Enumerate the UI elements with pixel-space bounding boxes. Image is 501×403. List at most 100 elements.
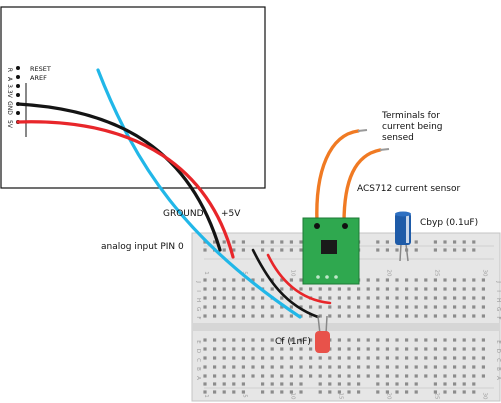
breadboard-hole xyxy=(376,382,380,386)
breadboard-hole xyxy=(270,287,274,291)
breadboard-hole xyxy=(337,374,341,378)
breadboard-hole xyxy=(433,390,437,394)
breadboard-hole xyxy=(405,305,409,309)
breadboard-hole xyxy=(472,365,476,369)
breadboard-hole xyxy=(472,240,476,244)
column-number: 5 xyxy=(241,271,247,275)
breadboard-hole xyxy=(232,240,236,244)
breadboard-hole xyxy=(385,347,389,351)
breadboard-hole xyxy=(261,314,265,318)
breadboard-hole xyxy=(433,374,437,378)
breadboard-hole xyxy=(357,347,361,351)
breadboard-hole xyxy=(443,248,447,252)
breadboard-hole xyxy=(462,382,466,386)
column-number: 20 xyxy=(385,393,391,400)
breadboard-hole xyxy=(433,365,437,369)
breadboard-hole xyxy=(222,278,226,282)
cf-capacitor xyxy=(315,315,330,353)
jumper-red xyxy=(266,253,332,305)
breadboard-hole xyxy=(366,305,370,309)
breadboard-hole xyxy=(203,382,207,386)
sensor-terminal-left xyxy=(314,223,320,229)
breadboard-hole xyxy=(414,296,418,300)
sensor-pin xyxy=(334,275,338,279)
column-number: 1 xyxy=(203,394,209,398)
breadboard-hole xyxy=(424,347,428,351)
breadboard-hole xyxy=(280,390,284,394)
breadboard-hole xyxy=(213,374,217,378)
breadboard-hole xyxy=(241,338,245,342)
breadboard-hole xyxy=(299,365,303,369)
breadboard-hole xyxy=(385,314,389,318)
breadboard-hole xyxy=(328,390,332,394)
breadboard-hole xyxy=(414,314,418,318)
breadboard-hole xyxy=(472,390,476,394)
breadboard-hole xyxy=(472,338,476,342)
breadboard-hole xyxy=(289,356,293,360)
label-terminals-2: current being xyxy=(382,122,443,132)
breadboard-hole xyxy=(270,314,274,318)
breadboard-hole xyxy=(299,390,303,394)
breadboard-hole xyxy=(405,365,409,369)
breadboard-hole xyxy=(251,356,255,360)
breadboard-hole xyxy=(280,382,284,386)
breadboard-hole xyxy=(337,314,341,318)
breadboard-hole xyxy=(280,314,284,318)
breadboard-hole xyxy=(357,296,361,300)
breadboard-hole xyxy=(414,390,418,394)
breadboard-hole xyxy=(318,390,322,394)
breadboard-hole xyxy=(289,347,293,351)
pin-letter-a: A xyxy=(6,77,13,82)
breadboard-hole xyxy=(241,296,245,300)
breadboard-hole xyxy=(347,305,351,309)
breadboard-hole xyxy=(241,356,245,360)
breadboard-hole xyxy=(280,365,284,369)
breadboard-hole xyxy=(241,365,245,369)
breadboard-hole xyxy=(337,365,341,369)
pin-letter-5v: 5V xyxy=(6,120,13,129)
row-letter: C xyxy=(195,358,201,362)
breadboard-hole xyxy=(347,296,351,300)
breadboard-hole xyxy=(261,248,265,252)
breadboard-hole xyxy=(424,365,428,369)
jumper-wires xyxy=(251,248,332,319)
jumper-black xyxy=(251,248,320,319)
breadboard-hole xyxy=(347,365,351,369)
breadboard-hole xyxy=(232,305,236,309)
breadboard-hole xyxy=(433,278,437,282)
breadboard-hole xyxy=(462,305,466,309)
breadboard-hole xyxy=(347,390,351,394)
breadboard-hole xyxy=(395,382,399,386)
breadboard-hole xyxy=(280,240,284,244)
breadboard-hole xyxy=(251,314,255,318)
breadboard-hole xyxy=(213,278,217,282)
breadboard-hole xyxy=(424,296,428,300)
breadboard-hole xyxy=(241,347,245,351)
breadboard-hole xyxy=(280,287,284,291)
breadboard-hole xyxy=(395,365,399,369)
breadboard-hole xyxy=(453,365,457,369)
breadboard-hole xyxy=(213,390,217,394)
row-letter: H xyxy=(495,298,501,302)
breadboard-hole xyxy=(414,287,418,291)
breadboard-hole xyxy=(270,338,274,342)
breadboard-hole xyxy=(213,314,217,318)
breadboard-hole xyxy=(299,287,303,291)
pin-reset xyxy=(16,66,20,70)
breadboard-hole xyxy=(385,338,389,342)
breadboard-hole xyxy=(472,356,476,360)
terminal-lead-right xyxy=(379,148,390,151)
breadboard-hole xyxy=(299,296,303,300)
breadboard-hole xyxy=(213,240,217,244)
pin-aref xyxy=(16,75,20,79)
breadboard-hole xyxy=(203,347,207,351)
breadboard-hole xyxy=(395,356,399,360)
breadboard-hole xyxy=(366,347,370,351)
breadboard-hole xyxy=(433,240,437,244)
pin-letter-gnd: GND xyxy=(6,101,13,115)
breadboard-hole xyxy=(309,314,313,318)
breadboard-hole xyxy=(366,287,370,291)
breadboard-hole xyxy=(337,296,341,300)
breadboard-hole xyxy=(299,382,303,386)
breadboard-hole xyxy=(385,390,389,394)
